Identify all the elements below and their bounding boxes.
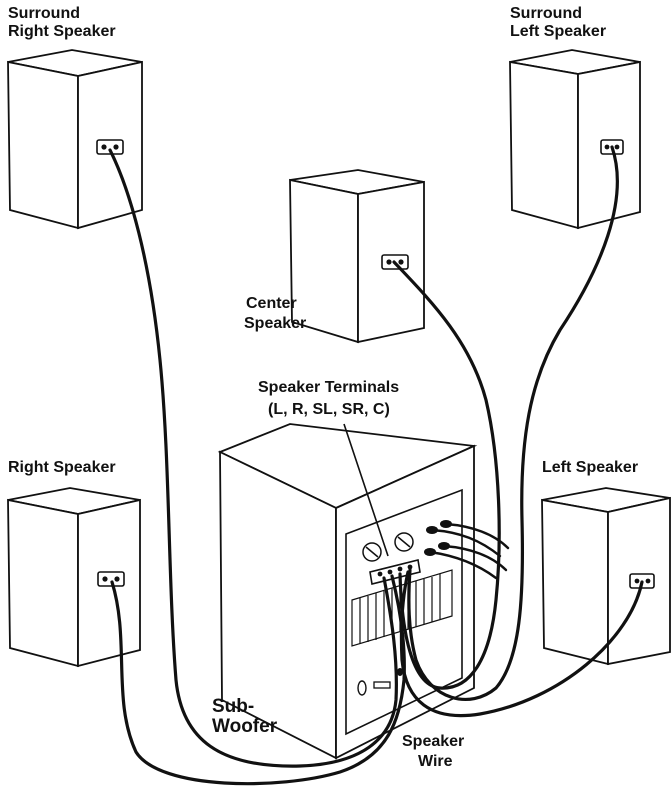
svg-text:Right Speaker: Right Speaker	[8, 23, 116, 40]
label-surround-right: Surround Right Speaker	[8, 5, 116, 40]
label-speaker-wire: Speaker Wire	[402, 733, 464, 770]
svg-text:Surround: Surround	[510, 5, 582, 22]
svg-text:(L, R, SL, SR, C): (L, R, SL, SR, C)	[268, 401, 390, 418]
center-speaker	[289, 169, 425, 344]
crossover-knob-icon	[394, 532, 414, 552]
power-connector-icon	[357, 668, 403, 696]
label-right-speaker: Right Speaker	[8, 459, 116, 476]
label-subwoofer: Sub- Woofer	[212, 696, 278, 737]
right-speaker	[7, 487, 141, 668]
svg-text:Left Speaker: Left Speaker	[510, 23, 606, 40]
label-speaker-terminals: Speaker Terminals (L, R, SL, SR, C)	[258, 379, 399, 418]
label-center: Center Speaker	[244, 295, 306, 332]
label-surround-left: Surround Left Speaker	[510, 5, 606, 40]
svg-text:Sub-: Sub-	[212, 696, 254, 717]
surround-right-speaker	[7, 49, 143, 230]
right-speaker-terminal	[97, 571, 125, 587]
input-cables	[428, 522, 510, 580]
speaker-wires	[108, 145, 644, 786]
svg-text:Surround: Surround	[8, 5, 80, 22]
volume-knob-icon	[362, 542, 382, 562]
svg-text:Wire: Wire	[418, 753, 453, 770]
terminals-pointer	[343, 423, 389, 557]
surround-right-terminal	[96, 139, 124, 155]
svg-text:Woofer: Woofer	[212, 716, 278, 737]
subwoofer	[217, 423, 478, 760]
svg-text:Speaker: Speaker	[402, 733, 464, 750]
svg-text:Speaker: Speaker	[244, 315, 306, 332]
svg-text:Center: Center	[246, 295, 297, 312]
label-left-speaker: Left Speaker	[542, 459, 638, 476]
left-speaker	[541, 487, 671, 666]
svg-text:Speaker Terminals: Speaker Terminals	[258, 379, 399, 396]
surround-left-speaker	[509, 49, 641, 230]
